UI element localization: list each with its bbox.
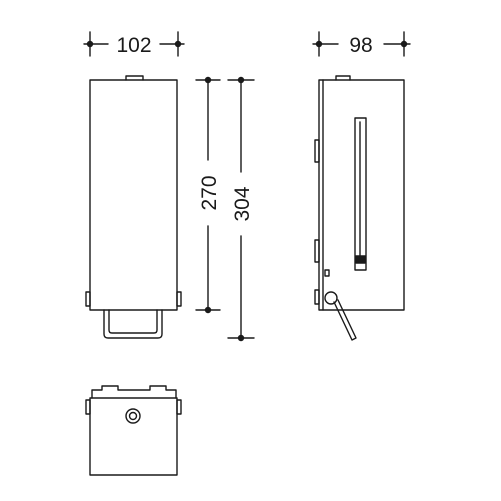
top-body (89, 397, 178, 476)
dim-dot (315, 40, 323, 48)
front-handle (103, 309, 163, 339)
side-mount-lug-top (314, 139, 320, 163)
dimension-height-body (195, 76, 221, 314)
top-lock-outer (125, 408, 141, 424)
front-body (89, 79, 178, 311)
dim-dot (237, 334, 245, 342)
side-mount-lug-bottom (314, 239, 320, 263)
side-top-tab (335, 75, 351, 81)
dim-dot (86, 40, 94, 48)
dimension-height-total-label: 304 (231, 186, 254, 221)
dim-dot (174, 40, 182, 48)
side-mount-lug-low (314, 289, 320, 305)
dim-dot (204, 306, 212, 314)
dimension-height-total (227, 76, 255, 342)
dimension-width-front (83, 31, 185, 57)
front-left-bracket (85, 291, 91, 307)
dim-dot (204, 76, 212, 84)
dimension-front-width-label: 102 (116, 34, 151, 57)
front-view (85, 75, 182, 339)
side-body (318, 79, 405, 311)
side-view (314, 75, 405, 341)
front-right-bracket (176, 291, 182, 307)
top-right-ear (176, 399, 182, 415)
top-back-rim (91, 385, 177, 399)
top-view (85, 385, 182, 476)
front-handle-inner (108, 309, 158, 334)
top-lock-inner (128, 411, 138, 421)
side-lever (333, 299, 357, 341)
dim-dot (400, 40, 408, 48)
side-marker (324, 269, 330, 277)
dimension-depth-side (312, 31, 411, 57)
side-level-window-frame (354, 117, 367, 271)
dimension-height-body-label: 270 (198, 175, 221, 210)
dim-dot (237, 76, 245, 84)
front-top-tab (125, 75, 144, 81)
dimension-side-depth-label: 98 (349, 34, 372, 57)
side-pivot (324, 291, 338, 305)
side-level-window-cap (355, 255, 366, 264)
top-left-ear (85, 399, 91, 415)
